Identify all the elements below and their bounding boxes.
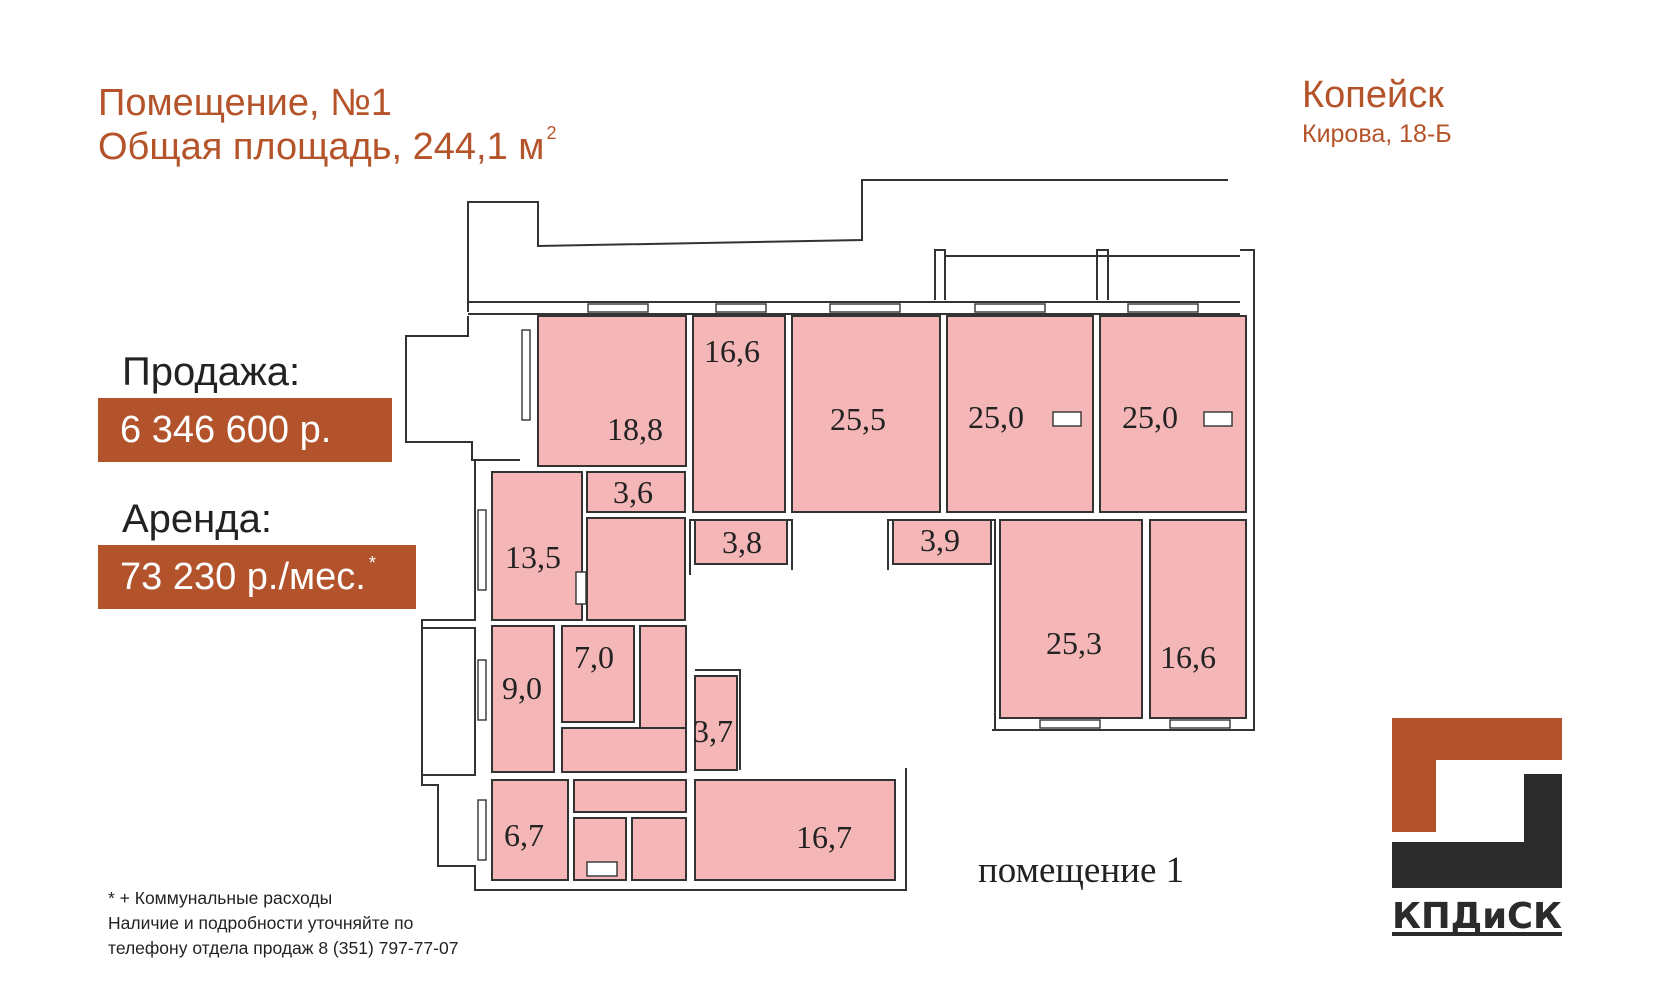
window-icon — [477, 509, 487, 591]
logo-text: КПДиСК — [1392, 896, 1562, 937]
room-area-label: 3,8 — [722, 524, 762, 560]
room-area-label: 16,6 — [704, 333, 760, 369]
footnote: * + Коммунальные расходы Наличие и подро… — [108, 886, 458, 961]
door-icon — [575, 571, 587, 605]
room-area-label: 13,5 — [505, 539, 561, 575]
room-3-6 — [586, 471, 686, 513]
room-9-0 — [491, 625, 555, 773]
window-icon — [521, 329, 531, 421]
room-25-3 — [999, 519, 1143, 719]
room-25-5 — [791, 315, 941, 513]
room-3-8 — [694, 519, 788, 565]
total-area-text: Общая площадь, 244,1 м — [98, 126, 545, 168]
room-area-label: 9,0 — [502, 670, 542, 706]
plan-outline-top — [467, 179, 1228, 312]
sale-price-box: 6 346 600 р. — [98, 398, 392, 462]
plan-outline-right — [992, 249, 1255, 731]
sale-label: Продажа: — [122, 350, 301, 394]
room-corridor-bottom — [573, 779, 687, 813]
plan-outline-left — [421, 460, 907, 891]
window-icon — [1127, 303, 1199, 313]
rent-label: Аренда: — [122, 497, 272, 541]
room-7-0 — [561, 625, 635, 723]
fixture-icon — [586, 861, 618, 877]
plan-outline-small-room — [695, 669, 741, 770]
room-13-5 — [491, 471, 583, 621]
rent-price-box: 73 230 р./мес.* — [98, 545, 416, 609]
room-18-8 — [537, 315, 687, 467]
room-corridor-mid — [561, 727, 687, 773]
room-16-7 — [694, 779, 896, 881]
window-icon — [1039, 719, 1101, 729]
sale-price: 6 346 600 р. — [120, 408, 332, 451]
street-address: Кирова, 18-Б — [1302, 120, 1452, 148]
city-name: Копейск — [1302, 74, 1444, 116]
rent-price: 73 230 р./мес. — [120, 555, 366, 598]
window-icon — [477, 799, 487, 861]
room-area-label: 7,0 — [574, 639, 614, 675]
room-area-label: 3,6 — [613, 474, 653, 510]
footnote-line-phone: телефону отдела продаж 8 (351) 797-77-07 — [108, 938, 459, 958]
room-area-label: 16,6 — [1160, 639, 1216, 675]
room-16-6-bottom — [1149, 519, 1247, 719]
plan-outline-top-right — [934, 249, 946, 300]
window-icon — [477, 659, 487, 721]
window-icon — [1169, 719, 1231, 729]
window-icon — [715, 303, 767, 313]
window-icon — [587, 303, 649, 313]
logo-accent-shape — [1392, 718, 1562, 832]
room-area-label: 6,7 — [504, 817, 544, 853]
radiator-icon — [1052, 411, 1082, 427]
room-wc-b — [631, 817, 687, 881]
footnote-line-details: Наличие и подробности уточняйте по — [108, 913, 414, 933]
room-3-9 — [892, 519, 992, 565]
window-icon — [974, 303, 1046, 313]
room-area-label: 3,7 — [693, 713, 733, 749]
room-3-7 — [694, 675, 738, 771]
plan-caption: помещение 1 — [978, 850, 1184, 891]
room-corridor-mid-right — [639, 625, 687, 729]
room-6-7 — [491, 779, 569, 881]
rent-footnote-marker: * — [368, 552, 376, 573]
room-area-label: 25,3 — [1046, 625, 1102, 661]
footnote-line-utilities: * + Коммунальные расходы — [108, 888, 333, 908]
room-area-label: 3,9 — [920, 522, 960, 558]
room-area-label: 25,0 — [1122, 399, 1178, 435]
area-unit-superscript: 2 — [546, 123, 557, 143]
room-corridor-left — [586, 517, 686, 621]
room-area-label: 16,7 — [796, 819, 852, 855]
plan-outline-left-porch — [405, 316, 520, 461]
logo-underline — [1392, 932, 1562, 936]
room-area-label: 18,8 — [607, 411, 663, 447]
page-title: Помещение, №1 — [98, 82, 393, 124]
window-icon — [829, 303, 901, 313]
room-area-label: 25,5 — [830, 401, 886, 437]
room-16-6-top — [692, 315, 786, 513]
radiator-icon — [1203, 411, 1233, 427]
logo-dark-shape — [1392, 774, 1562, 888]
company-logo: КПДиСК — [1392, 718, 1562, 937]
room-area-label: 25,0 — [968, 399, 1024, 435]
plan-outline-top-right-2 — [1096, 249, 1109, 300]
